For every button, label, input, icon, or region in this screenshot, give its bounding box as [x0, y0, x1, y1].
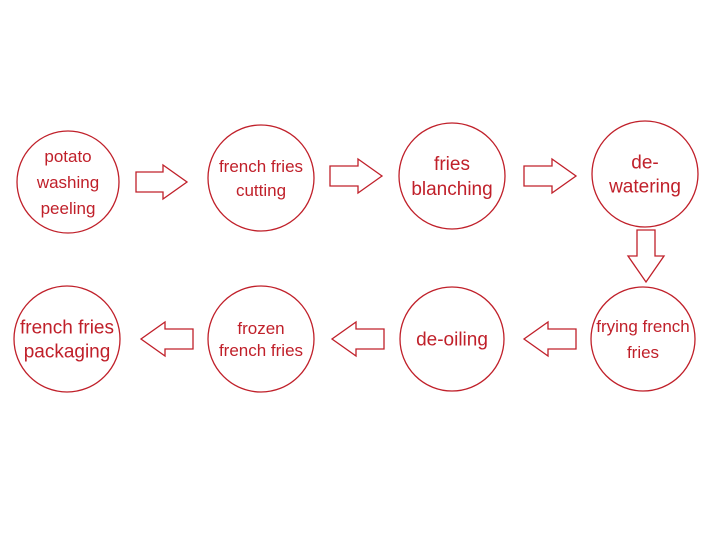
step-label-line: watering: [608, 177, 681, 198]
step-label-line: de-: [631, 153, 658, 174]
step-label-line: de-oiling: [416, 330, 488, 351]
step-french-fries-cutting: french fries cutting: [207, 124, 315, 232]
step-label-line: fries: [434, 154, 470, 175]
step-label-line: frozen: [237, 319, 284, 338]
step-label-line: peeling: [41, 199, 96, 218]
step-french-fries-packaging: french fries packaging: [13, 285, 121, 393]
arrow-right-icon: [523, 157, 578, 195]
step-label-line: french fries: [219, 157, 303, 176]
step-label-line: blanching: [411, 179, 492, 200]
step-label-line: packaging: [24, 342, 111, 363]
step-label-line: potato: [44, 147, 91, 166]
step-label-line: french fries: [20, 318, 114, 339]
step-circle: [591, 120, 699, 228]
step-circle: [207, 285, 315, 393]
step-frozen-french-fries: frozen french fries: [207, 285, 315, 393]
arrow-down-icon: [626, 229, 666, 284]
step-fries-blanching: fries blanching: [398, 122, 506, 230]
step-circle: [590, 286, 696, 392]
flow-arrows: [135, 157, 666, 358]
step-circle: [207, 124, 315, 232]
step-label-line: washing: [36, 173, 99, 192]
step-circle: [13, 285, 121, 393]
arrow-left-icon: [330, 320, 385, 358]
arrow-right-icon: [329, 157, 384, 195]
step-de-oiling: de-oiling: [399, 286, 505, 392]
step-label-line: cutting: [236, 181, 286, 200]
step-label-line: frying french: [596, 317, 690, 336]
step-label-line: fries: [627, 343, 659, 362]
step-label-line: french fries: [219, 341, 303, 360]
arrow-left-icon: [139, 320, 194, 358]
step-circle: [399, 286, 505, 392]
step-potato-washing-peeling: potato washing peeling: [16, 130, 120, 234]
step-de-watering: de-watering: [591, 120, 699, 228]
step-frying-french-fries: frying french fries: [590, 286, 696, 392]
step-circle: [398, 122, 506, 230]
arrow-right-icon: [135, 163, 189, 201]
arrow-left-icon: [522, 320, 577, 358]
step-circle: [16, 130, 120, 234]
